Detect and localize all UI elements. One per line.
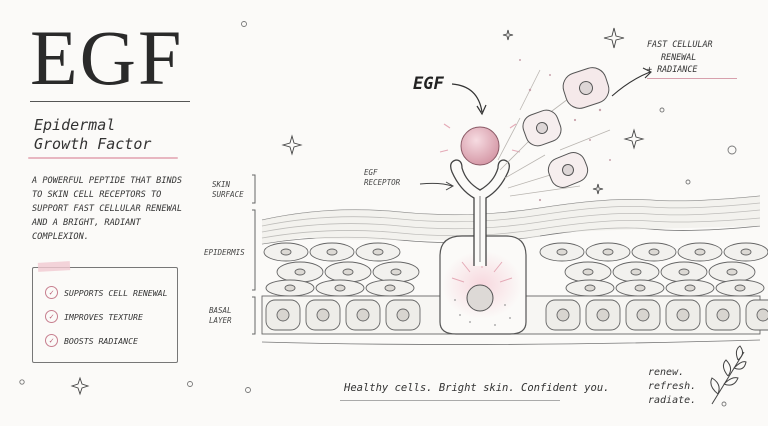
- epidermis-nucleus: [678, 268, 690, 276]
- epidermis-nucleus: [694, 248, 706, 256]
- benefit-label: Improves texture: [64, 311, 143, 322]
- renewed-cells: [522, 67, 610, 188]
- basal-nucleus: [276, 308, 290, 322]
- basal-nucleus: [676, 308, 690, 322]
- label-line: Skin: [212, 180, 231, 189]
- epidermis-nucleus: [648, 248, 660, 256]
- subtitle-underline: [28, 157, 178, 159]
- epidermis-nucleus: [384, 284, 396, 292]
- epidermis-nucleus: [726, 268, 738, 276]
- epidermis-nucleus: [634, 284, 646, 292]
- title-divider: [30, 101, 190, 102]
- epidermis-cells: [263, 242, 768, 297]
- epidermis-nucleus: [556, 248, 568, 256]
- cell-nucleus: [466, 284, 494, 312]
- leaf-sprig-icon: [710, 345, 747, 405]
- subtitle-line-2: Growth Factor: [34, 135, 152, 153]
- label-line: layer: [209, 316, 232, 325]
- epidermis-nucleus: [734, 284, 746, 292]
- basal-nucleus: [756, 308, 768, 322]
- basal-nucleus: [716, 308, 730, 322]
- label-line: Receptor: [364, 178, 401, 187]
- benefit-label: Supports cell renewal: [64, 287, 168, 298]
- basal-nucleus: [556, 308, 570, 322]
- basal-nucleus: [316, 308, 330, 322]
- page-title: EGF: [30, 14, 184, 101]
- epidermis-nucleus: [372, 248, 384, 256]
- basal-cells: [265, 299, 768, 331]
- benefits-box: ✓ Supports cell renewal ✓ Improves textu…: [32, 267, 178, 363]
- basal-nucleus: [356, 308, 370, 322]
- motto: renew. refresh. radiate.: [648, 366, 696, 408]
- outcome-arrow-icon: [611, 71, 651, 97]
- epidermis-nucleus: [326, 248, 338, 256]
- subtitle: Epidermal Growth Factor: [34, 116, 151, 154]
- epidermis-nucleus: [582, 268, 594, 276]
- basal-nucleus: [396, 308, 410, 322]
- small-circles: [19, 21, 737, 407]
- sparkle-icon: [70, 27, 645, 396]
- dermis-line: [261, 339, 761, 345]
- epidermis-nucleus: [630, 268, 642, 276]
- epidermis-nucleus: [684, 284, 696, 292]
- egf-label: EGF: [413, 74, 444, 94]
- epidermis-nucleus: [602, 248, 614, 256]
- tape-decoration: [37, 261, 71, 272]
- receptor-arrow-icon: [419, 182, 453, 187]
- description-text: A powerful peptide that binds to skin ce…: [32, 176, 183, 242]
- receptor-label: EGF Receptor: [364, 168, 400, 188]
- outcome-line: renewal: [661, 51, 697, 62]
- outcome-underline: [647, 78, 737, 79]
- epidermis-nucleus: [294, 268, 306, 276]
- basal-nucleus: [596, 308, 610, 322]
- check-icon: ✓: [45, 334, 58, 347]
- outcome-note: Fast cellular renewal + radiance: [647, 38, 713, 76]
- cell-dots: [454, 299, 511, 326]
- label-basal-layer: Basal layer: [209, 306, 232, 326]
- label-line: EGF: [364, 168, 378, 177]
- epidermis-nucleus: [334, 284, 346, 292]
- benefit-label: Boosts radiance: [64, 335, 138, 346]
- egf-arrow-icon: [451, 83, 483, 113]
- epidermis-nucleus: [390, 268, 402, 276]
- label-line: surface: [212, 190, 244, 199]
- check-icon: ✓: [45, 310, 58, 323]
- subtitle-line-1: Epidermal: [34, 116, 116, 134]
- label-skin-surface: Skin surface: [212, 180, 244, 200]
- motto-line: renew.: [648, 367, 685, 378]
- epidermis-nucleus: [740, 248, 752, 256]
- motto-line: radiate.: [648, 395, 697, 406]
- benefit-item: ✓ Supports cell renewal: [45, 286, 168, 299]
- label-epidermis: Epidermis: [204, 248, 245, 257]
- basal-nucleus: [636, 308, 650, 322]
- burst-dots: [519, 59, 611, 202]
- benefit-item: ✓ Boosts radiance: [45, 334, 138, 347]
- check-icon: ✓: [45, 286, 58, 299]
- outcome-line: + radiance: [647, 64, 698, 74]
- epidermis-nucleus: [284, 284, 296, 292]
- epidermis-nucleus: [280, 248, 292, 256]
- tagline: Healthy cells. Bright skin. Confident yo…: [344, 382, 610, 394]
- motto-line: refresh.: [648, 381, 697, 392]
- label-line: Basal: [209, 306, 232, 315]
- benefit-item: ✓ Improves texture: [45, 310, 143, 323]
- skin-surface-fill: [262, 196, 760, 244]
- egf-molecule: [460, 126, 500, 166]
- layer-brackets: [252, 174, 256, 335]
- epidermis-nucleus: [584, 284, 596, 292]
- outcome-line: Fast cellular: [647, 39, 713, 49]
- epidermis-nucleus: [342, 268, 354, 276]
- tagline-underline: [340, 400, 560, 401]
